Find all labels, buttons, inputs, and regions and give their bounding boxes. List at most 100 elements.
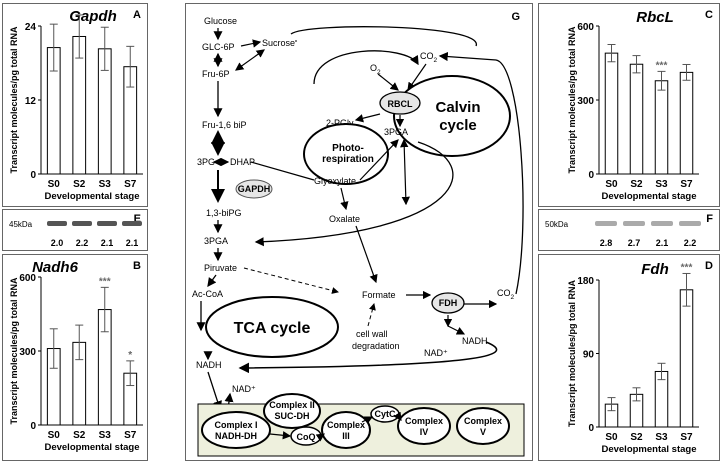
gapdh-enzyme-label: GAPDH <box>238 184 271 194</box>
tca-cycle-label: TCA cycle <box>234 320 311 337</box>
panel-d-signif-s7: *** <box>681 262 693 273</box>
panel-e-size-label: 45kDa <box>9 220 33 229</box>
panel-e-value-1: 2.0 <box>51 238 64 248</box>
cytc-label: CytC <box>374 409 396 419</box>
panel-a-letter: A <box>133 9 141 21</box>
glucose-label: Glucose <box>204 16 237 26</box>
13bipg-label: 1,3-biPG <box>206 208 242 218</box>
panel-c-letter: C <box>705 9 713 21</box>
complex-i-sub: NADH-DH <box>215 431 257 441</box>
fru16bip-label: Fru-1,6 biP <box>202 120 247 130</box>
glc6p-label: GLC-6P <box>202 42 235 52</box>
complex-iv-sub: IV <box>420 427 429 437</box>
panel-f-band-2 <box>623 221 645 226</box>
panel-f-letter: F <box>706 213 713 225</box>
panel-a-y-label: Transcript molecules/pg total RNA <box>9 26 19 174</box>
nadplus-label: NAD⁺ <box>232 384 256 394</box>
panel-d-x-label: Developmental stage <box>601 444 696 455</box>
panel-b-x-tick-s3: S3 <box>99 430 112 441</box>
gapdh-enzyme-node <box>235 179 273 199</box>
panel-c-bar-s3 <box>654 80 669 175</box>
3pga-calvin-label: 3PGA <box>384 127 408 137</box>
panel-a-x-label: Developmental stage <box>44 191 139 202</box>
2pgly-label: 2-PGly <box>326 118 354 128</box>
panel-c-x-tick-s3: S3 <box>655 179 668 190</box>
pyruvate-label: Piruvate <box>204 263 237 273</box>
calvin-cycle-node <box>393 75 511 157</box>
panel-c-signif-s3: *** <box>656 60 668 71</box>
panel-a-y-tick-label: 24 <box>25 22 37 33</box>
complex-iv-node <box>397 407 451 445</box>
o2-label: O2 <box>370 63 381 76</box>
panel-b-x-label: Developmental stage <box>44 442 139 453</box>
oxalate-label: Oxalate <box>329 214 360 224</box>
panel-d-y-tick-label: 180 <box>577 276 594 287</box>
sucrose-label: Sucrose <box>262 38 295 48</box>
complex-v-sub: V <box>480 427 486 437</box>
panel-e-band-1 <box>47 221 67 226</box>
panel-d-y-label: Transcript molecules/pg total RNA <box>567 279 577 427</box>
panel-b-title: Nadh6 <box>32 259 79 276</box>
panel-c-x-tick-s0: S0 <box>605 179 618 190</box>
glyoxylate-label: Glyoxylate <box>314 176 356 186</box>
fdh-enzyme-label: FDH <box>439 298 458 308</box>
panel-a-y-tick-label: 0 <box>30 170 36 181</box>
panel-d-x-tick-s3: S3 <box>655 432 668 443</box>
panel-d-x-tick-s2: S2 <box>630 432 643 443</box>
nadplus-fdh-label: NAD⁺ <box>424 348 448 358</box>
coq-label: CoQ <box>297 432 316 442</box>
panel-g-pathway: G Glucose GLC-6P Sucrose Fru-6P Fru-1,6 … <box>185 3 533 461</box>
panel-b-signif-s3: *** <box>99 276 111 287</box>
panel-d-y-tick-label: 90 <box>583 350 595 361</box>
tca-cycle-node <box>205 296 339 358</box>
panel-a-x-tick-s7: S7 <box>124 179 137 190</box>
panel-c-y-label: Transcript molecules/pg total RNA <box>567 26 577 174</box>
acetylcoa-label: Ac-CoA <box>192 289 223 299</box>
panel-b-x-tick-s0: S0 <box>48 430 61 441</box>
panel-letter-g: G <box>511 11 520 23</box>
panel-f-value-4: 2.2 <box>684 238 697 248</box>
panel-c-bar-s2 <box>629 63 644 175</box>
complex-ii-node <box>263 393 321 429</box>
panel-d-title: Fdh <box>641 261 669 278</box>
panel-a-title: Gapdh <box>69 8 117 25</box>
panel-d-x-tick-s7: S7 <box>680 432 693 443</box>
panel-f-value-2: 2.7 <box>628 238 641 248</box>
panel-c-bar-s7 <box>679 71 694 175</box>
cell-wall-label-2: degradation <box>352 341 400 351</box>
co2-fdh-label: CO2 <box>497 288 515 301</box>
complex-v-node <box>456 407 510 445</box>
panel-e-letter: E <box>134 213 141 225</box>
panel-d-y-tick-label: 0 <box>588 423 594 434</box>
complex-iii-label: Complex <box>327 420 365 430</box>
calvin-label-2: cycle <box>439 117 477 134</box>
calvin-label-1: Calvin <box>435 99 480 116</box>
panel-b-signif-s7: * <box>128 350 132 361</box>
rbcl-enzyme-node <box>379 91 421 115</box>
panel-a-y-tick-label: 12 <box>25 96 37 107</box>
photorespiration-label-1: Photo- <box>332 143 364 154</box>
panel-a-x-tick-s2: S2 <box>73 179 86 190</box>
panel-c-y-tick-label: 600 <box>577 22 594 33</box>
panel-e-band-2 <box>72 221 92 226</box>
panel-c-y-tick-label: 300 <box>577 96 594 107</box>
complex-iv-label: Complex <box>405 416 443 426</box>
panel-f-value-1: 2.8 <box>600 238 613 248</box>
complex-ii-sub: SUC-DH <box>275 411 310 421</box>
dhap-label: DHAP <box>230 157 255 167</box>
panel-f-band-3 <box>651 221 673 226</box>
panel-a-x-tick-s3: S3 <box>99 179 112 190</box>
panel-c-title: RbcL <box>636 9 674 26</box>
complex-v-label: Complex <box>464 416 502 426</box>
cell-wall-label-1: cell wall <box>356 329 388 339</box>
panel-c-x-tick-s2: S2 <box>630 179 643 190</box>
panel-e-value-4: 2.1 <box>126 238 139 248</box>
